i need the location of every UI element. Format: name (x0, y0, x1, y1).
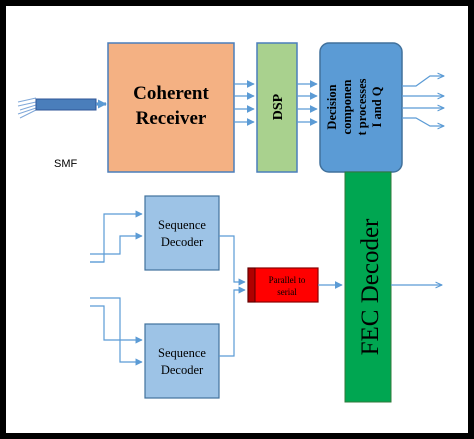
arrows-inputs-decoder-1 (90, 210, 143, 263)
decision-label-line1: Decision (325, 84, 339, 129)
smf-label: SMF (54, 158, 78, 170)
decision-label-line4: I and Q (370, 86, 384, 127)
decision-label-line2: componen (340, 80, 354, 135)
arrows-inputs-decoder-2 (90, 297, 143, 366)
sequence-decoder-2-label-line2: Decoder (161, 363, 204, 377)
coherent-receiver-label-line1: Coherent (133, 83, 209, 104)
parallel-to-serial-block: Parallel to serial (247, 267, 319, 303)
arrows-receiver-to-dsp (234, 80, 255, 126)
fec-decoder-block: FEC Decoder (344, 171, 392, 403)
dsp-block: DSP (256, 42, 298, 173)
sequence-decoder-1-label-line2: Decoder (161, 235, 204, 249)
parallel-to-serial-label-line1: Parallel to (269, 275, 306, 285)
sequence-decoder-1-block: Sequence Decoder (144, 195, 220, 271)
arrows-dsp-to-decision (297, 80, 318, 126)
sequence-decoder-2-block: Sequence Decoder (144, 323, 220, 399)
smf-fiber-icon (17, 97, 106, 119)
arrows-decoders-to-parallel (219, 235, 246, 357)
decision-label-line3: t processes (355, 78, 369, 135)
sequence-decoder-2-label-line1: Sequence (158, 346, 206, 360)
arrows-decision-outputs (402, 76, 444, 126)
decision-component-block: Decision componen t processes I and Q (319, 42, 403, 173)
parallel-to-serial-label-line2: serial (277, 287, 297, 297)
optical-receiver-diagram: SMF Coherent Receiver DSP Decision compo… (17, 42, 468, 403)
dsp-label: DSP (271, 93, 286, 120)
fec-decoder-label: FEC Decoder (357, 218, 384, 355)
coherent-receiver-label-line2: Receiver (136, 108, 207, 129)
diagram-frame: SMF Coherent Receiver DSP Decision compo… (6, 6, 468, 433)
coherent-receiver-block: Coherent Receiver (107, 42, 235, 173)
sequence-decoder-1-label-line1: Sequence (158, 218, 206, 232)
